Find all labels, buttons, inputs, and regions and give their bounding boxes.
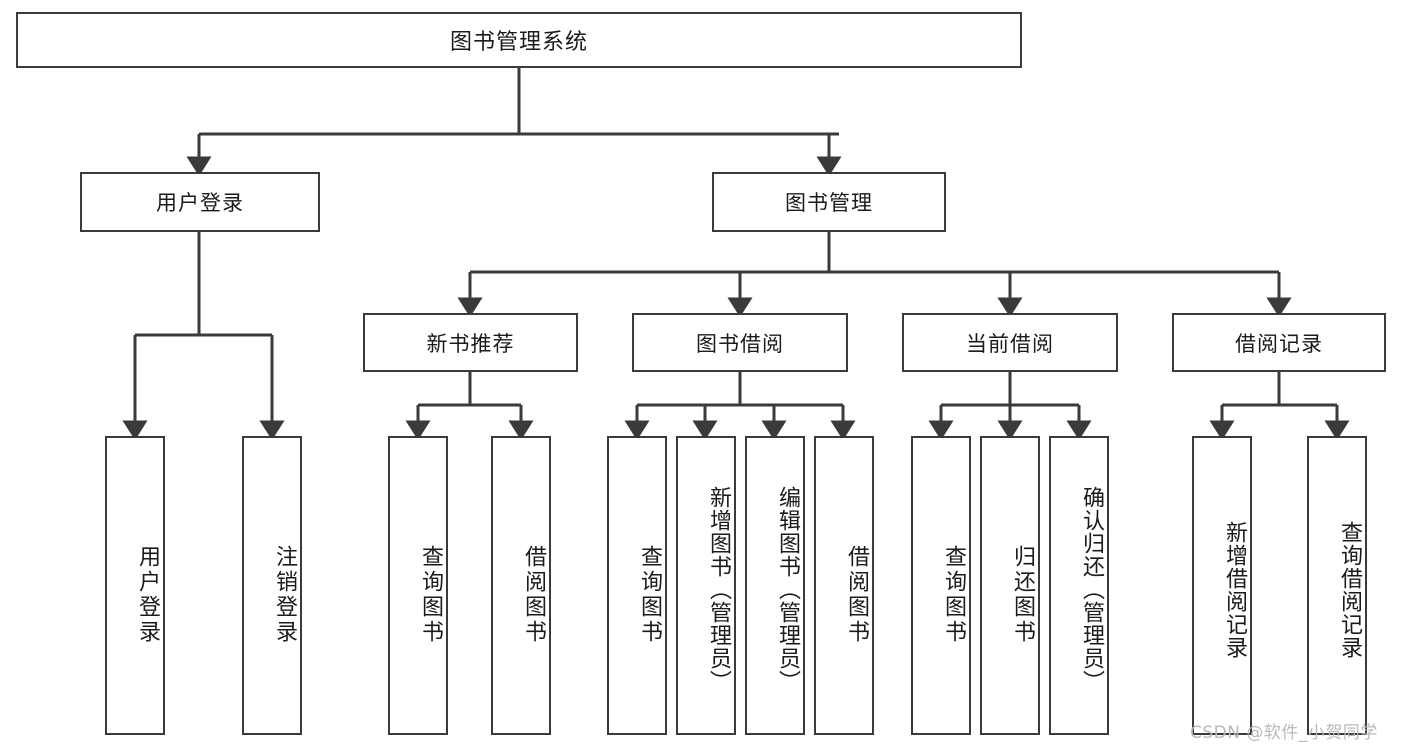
- leaf-borrow-record-add-record[interactable]: 新增借阅记录: [1192, 436, 1252, 735]
- leaf-new-book-borrow-book[interactable]: 借阅图书: [491, 436, 551, 735]
- leaf-current-borrow-return-book[interactable]: 归还图书: [980, 436, 1040, 735]
- leaf-book-borrow-edit-book-admin[interactable]: 编辑图书（管理员）: [745, 436, 805, 735]
- node-root[interactable]: 图书管理系统: [16, 12, 1022, 68]
- leaf-user-login-logout[interactable]: 注销登录: [242, 436, 302, 735]
- leaf-borrow-record-query-record[interactable]: 查询借阅记录: [1307, 436, 1367, 735]
- node-new-book-recommend[interactable]: 新书推荐: [363, 313, 578, 372]
- leaf-book-borrow-query-book[interactable]: 查询图书: [607, 436, 667, 735]
- leaf-book-borrow-add-book-admin[interactable]: 新增图书（管理员）: [676, 436, 736, 735]
- leaf-current-borrow-confirm-return-admin[interactable]: 确认归还（管理员）: [1049, 436, 1109, 735]
- node-book-borrow[interactable]: 图书借阅: [632, 313, 848, 372]
- leaf-current-borrow-query-book[interactable]: 查询图书: [911, 436, 971, 735]
- leaf-user-login-login[interactable]: 用户登录: [105, 436, 165, 735]
- node-borrow-record[interactable]: 借阅记录: [1172, 313, 1386, 372]
- node-current-borrow[interactable]: 当前借阅: [902, 313, 1118, 372]
- node-book-management[interactable]: 图书管理: [712, 172, 946, 232]
- csdn-watermark: CSDN @软件_小贺同学: [1190, 723, 1378, 743]
- leaf-book-borrow-borrow-book[interactable]: 借阅图书: [814, 436, 874, 735]
- leaf-new-book-query-book[interactable]: 查询图书: [388, 436, 448, 735]
- node-user-login[interactable]: 用户登录: [80, 172, 320, 232]
